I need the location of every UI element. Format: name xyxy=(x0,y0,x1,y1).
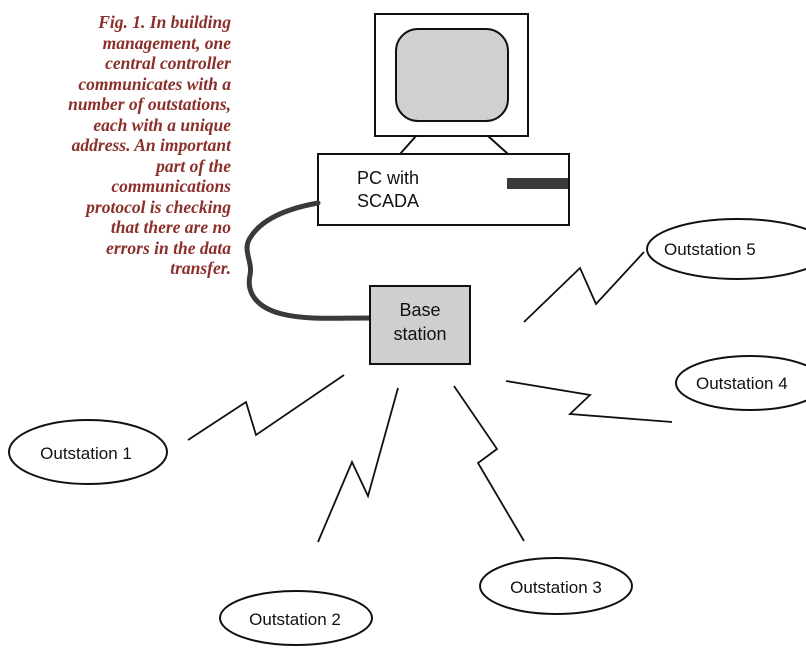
radio-link-outstation-3 xyxy=(453,385,525,542)
outstation-4-label: Outstation 4 xyxy=(696,374,788,393)
caption-line: communicates with a xyxy=(78,73,231,94)
radio-link-outstation-4 xyxy=(505,380,673,423)
outstation-5-ellipse xyxy=(646,218,806,280)
caption-line: management, one xyxy=(102,32,231,53)
monitor xyxy=(374,13,529,155)
outstation-2-ellipse xyxy=(219,590,373,646)
caption-line: transfer. xyxy=(170,258,231,278)
outstation-5-label: Outstation 5 xyxy=(664,240,756,259)
caption-line: each with a unique xyxy=(93,114,231,135)
figure-caption: Fig. 1. In building management, one cent… xyxy=(0,12,231,279)
outstation-4: Outstation 4 xyxy=(675,355,806,411)
caption-line: communications xyxy=(111,176,231,196)
caption-line: address. An important xyxy=(71,135,231,155)
radio-link-outstation-2 xyxy=(317,387,399,543)
serial-cable xyxy=(244,200,373,321)
base-station-label-line1: Base xyxy=(399,300,440,320)
pc-box xyxy=(317,153,570,226)
caption-line: central controller xyxy=(105,53,231,73)
outstation-4-ellipse xyxy=(675,355,806,411)
radio-link-outstation-1 xyxy=(187,374,345,441)
monitor-screen xyxy=(395,28,509,122)
monitor-stand xyxy=(399,135,509,155)
base-station: Base station xyxy=(369,285,471,365)
base-station-label-line2: station xyxy=(393,324,446,344)
outstation-3-label: Outstation 3 xyxy=(510,578,602,597)
radio-link-outstation-5 xyxy=(523,251,645,323)
outstation-1: Outstation 1 xyxy=(8,419,168,485)
outstation-5: Outstation 5 xyxy=(646,218,806,280)
outstation-3: Outstation 3 xyxy=(479,557,633,615)
pc-label-line2: SCADA xyxy=(357,191,419,211)
outstation-1-ellipse xyxy=(8,419,168,485)
base-station-box xyxy=(369,285,471,365)
caption-line: number of outstations, xyxy=(68,94,231,114)
pc-label-line1: PC with xyxy=(357,168,419,188)
outstation-3-ellipse xyxy=(479,557,633,615)
caption-line: errors in the data xyxy=(106,237,231,258)
caption-line: Fig. 1. In building xyxy=(98,12,231,32)
disk-slot xyxy=(507,178,568,189)
caption-line: part of the xyxy=(156,155,231,176)
pc-unit: PC with SCADA xyxy=(317,153,570,226)
outstation-2: Outstation 2 xyxy=(219,590,373,646)
outstation-1-label: Outstation 1 xyxy=(40,444,132,463)
caption-line: protocol is checking xyxy=(86,196,231,217)
outstation-2-label: Outstation 2 xyxy=(249,610,341,629)
caption-line: that there are no xyxy=(110,217,231,237)
